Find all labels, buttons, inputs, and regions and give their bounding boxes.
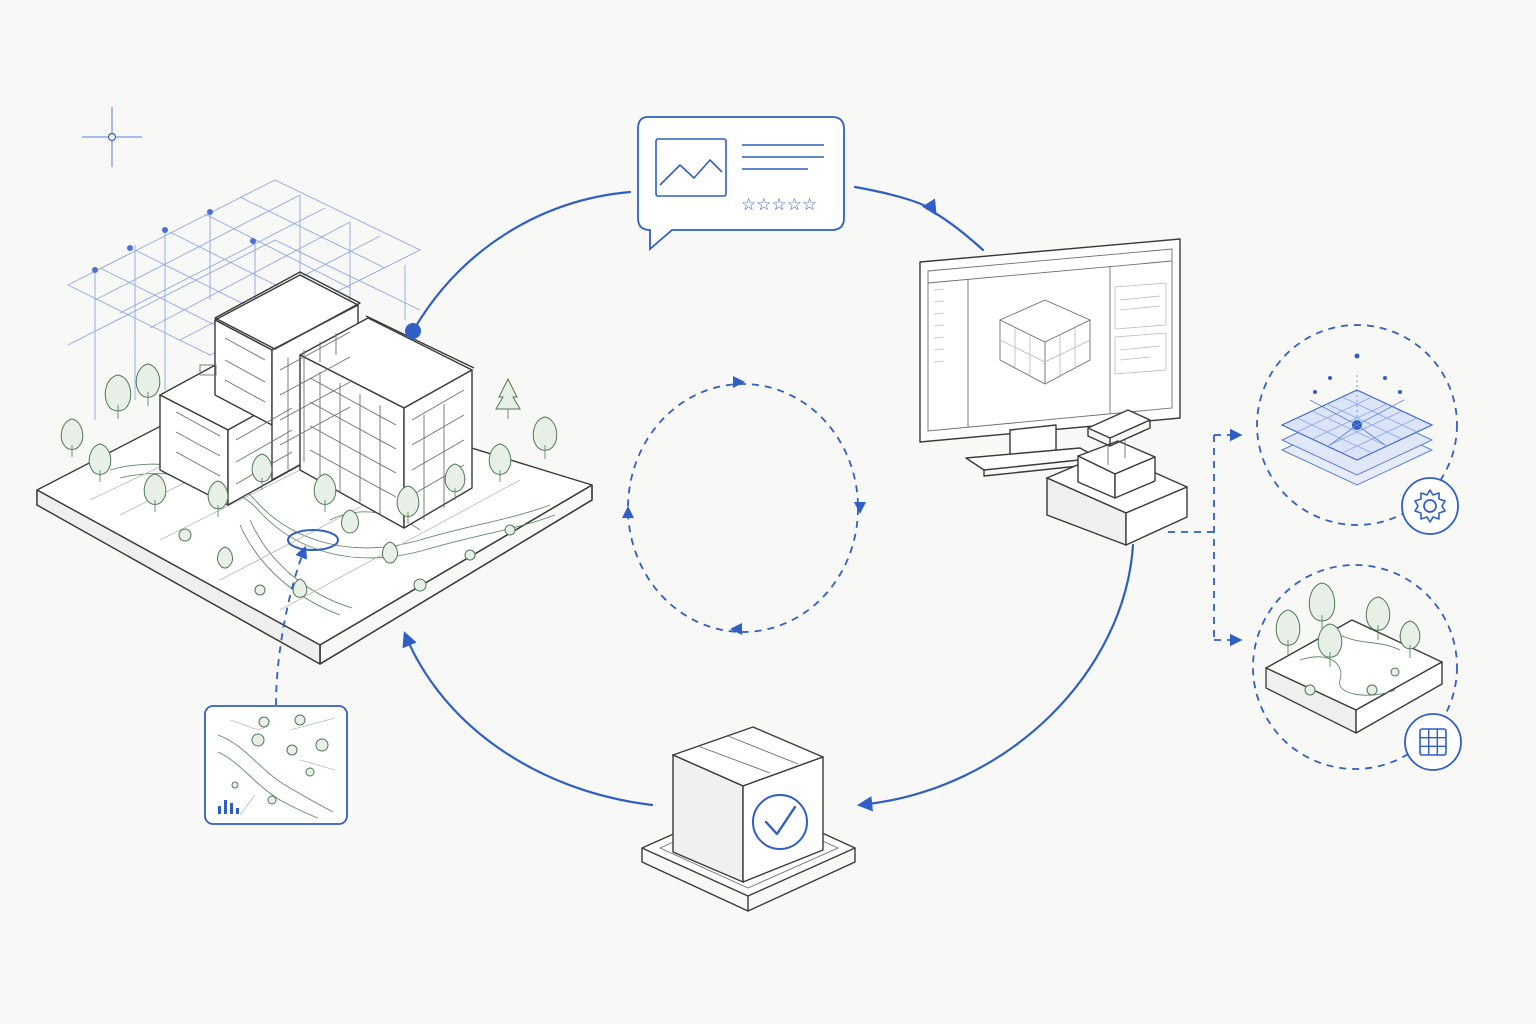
wireframe-model <box>998 299 1092 385</box>
review-card[interactable]: ☆☆☆☆☆ <box>637 116 845 251</box>
branch-connectors <box>1168 428 1243 647</box>
text-lines <box>742 144 824 170</box>
device-pedestal <box>1046 409 1188 547</box>
site-plan-thumbnail[interactable] <box>204 545 348 825</box>
building <box>159 271 475 529</box>
check-icon <box>752 794 808 850</box>
crosshair-icon <box>82 107 142 167</box>
site-plan-map <box>217 714 336 819</box>
monitor <box>919 238 1181 477</box>
image-placeholder-icon <box>655 138 727 197</box>
landscape-model-icon <box>1265 582 1443 735</box>
bar-chart-icon <box>218 800 239 814</box>
workstation[interactable] <box>919 238 1188 547</box>
layer-stack[interactable] <box>1256 324 1459 535</box>
rating-stars: ☆☆☆☆☆ <box>741 195 817 215</box>
gear-icon[interactable] <box>1401 477 1459 535</box>
blueprint-grid <box>66 179 422 420</box>
location-marker[interactable] <box>287 529 339 551</box>
inner-cycle <box>622 376 866 635</box>
approved-package[interactable] <box>641 726 856 912</box>
front-trees <box>143 453 516 598</box>
trees <box>60 363 558 482</box>
site-model[interactable] <box>36 179 593 665</box>
layer-grid-icon <box>1280 353 1434 486</box>
table-grid-icon[interactable] <box>1404 713 1462 771</box>
landscape-block[interactable] <box>1252 564 1462 771</box>
main-cycle <box>402 185 1135 812</box>
